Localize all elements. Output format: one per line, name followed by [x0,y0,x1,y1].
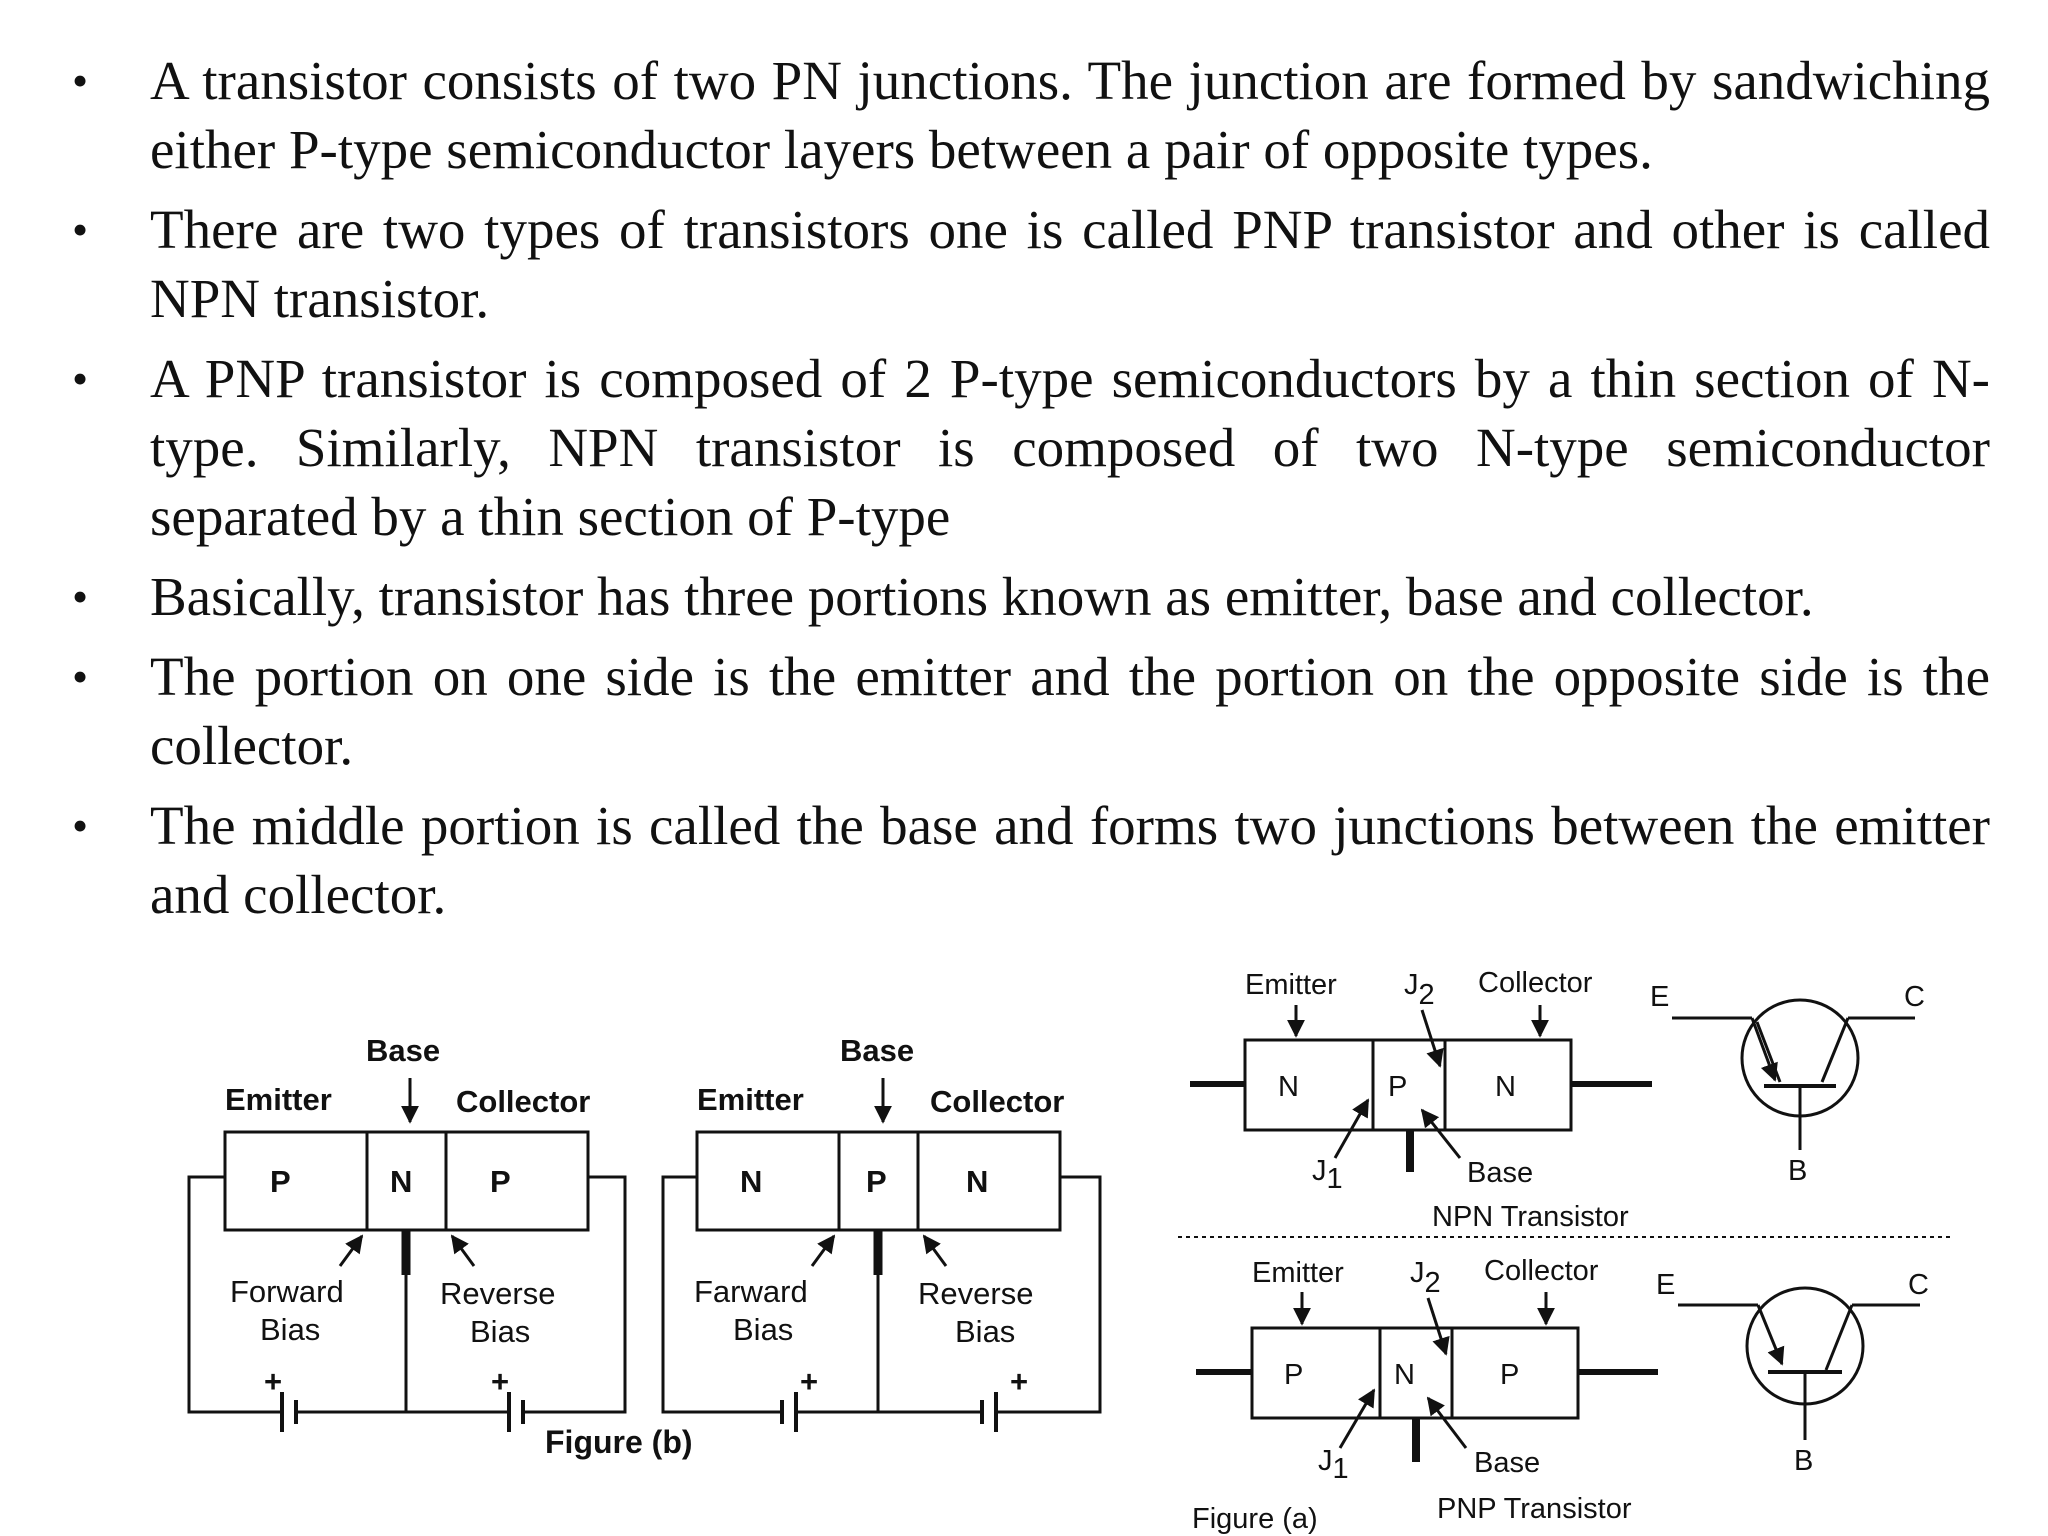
layer-label: P [490,1164,511,1199]
layer-label: P [1284,1359,1303,1391]
j-subscript: 1 [1327,1163,1343,1195]
collector-label: Collector [1484,1255,1599,1287]
base-terminal: B [1788,1155,1807,1187]
forward-bias-label: Farward [694,1274,808,1309]
collector-label: Collector [930,1084,1064,1119]
reverse-bias-label: Bias [955,1314,1015,1349]
bullet-dot: • [72,651,89,702]
bullet-item: • The middle portion is called the base a… [0,791,2048,929]
emitter-label: Emitter [697,1082,804,1117]
emitter-label: Emitter [1245,969,1337,1001]
j2-label: J2 [1404,969,1435,1011]
layer-label: N [1278,1071,1299,1103]
collector-lead [1008,1175,1102,1414]
forward-bias-label: Bias [260,1312,320,1347]
collector-lead [535,1175,627,1414]
layer-label: N [1495,1071,1516,1103]
j2-label: J2 [1410,1257,1441,1299]
plus-sign: + [491,1364,509,1399]
j-subscript: 2 [1425,1267,1441,1299]
j-symbol: J [1404,969,1419,1001]
collector-terminal: C [1904,981,1925,1013]
layer-label: N [740,1164,762,1199]
emitter-lead [661,1175,782,1414]
figure-a-npn [1190,998,1915,1172]
bullet-item: • A transistor consists of two PN junctio… [0,46,2048,184]
j-subscript: 1 [1333,1453,1349,1485]
collector-label: Collector [456,1084,590,1119]
bullet-dot: • [72,353,89,404]
layer-label: N [966,1164,988,1199]
forward-bias-label: Forward [230,1274,344,1309]
figure-a-pnp-labels: Emitter J2 Collector P N P J1 Base PNP T… [1252,1255,1929,1525]
bullet-text: A PNP transistor is composed of 2 P-type… [150,348,1990,547]
emitter-terminal: E [1656,1269,1675,1301]
figure-b-npn-labels: Base Emitter Collector N P N Farward Bia… [694,1033,1064,1399]
figure-b-pnp-labels: Base Emitter Collector P N P Forward Bia… [225,1033,590,1399]
figure-b-pnp [187,1078,627,1432]
base-label: Base [1467,1157,1533,1189]
figure-a-pnp [1196,1286,1920,1462]
j-subscript: 2 [1419,979,1435,1011]
j-symbol: J [1318,1445,1333,1477]
collector-label: Collector [1478,967,1593,999]
base-label: Base [840,1033,914,1068]
reverse-bias-label: Bias [470,1314,530,1349]
bullet-item: • There are two types of transistors one … [0,195,2048,333]
transistor-title: NPN Transistor [1432,1201,1629,1233]
reverse-bias-label: Reverse [440,1276,555,1311]
base-terminal: B [1794,1445,1813,1477]
j1-label: J1 [1318,1445,1349,1485]
j-symbol: J [1410,1257,1425,1289]
j-symbol: J [1312,1155,1327,1187]
j1-label: J1 [1312,1155,1343,1195]
base-label: Base [1474,1447,1540,1479]
bullet-item: • The portion on one side is the emitter … [0,642,2048,780]
bullet-item: • A PNP transistor is composed of 2 P-typ… [0,344,2048,551]
base-label: Base [366,1033,440,1068]
emitter-label: Emitter [225,1082,332,1117]
bullet-text: The portion on one side is the emitter a… [150,646,1990,776]
bullet-dot: • [72,55,89,106]
plus-sign: + [800,1364,818,1399]
layer-label: P [1500,1359,1519,1391]
collector-terminal: C [1908,1269,1929,1301]
layer-label: P [270,1164,291,1199]
figure-a-caption: Figure (a) [1192,1503,1318,1535]
bullet-item: • Basically, transistor has three portion… [0,562,2048,631]
figure-b-npn [661,1078,1102,1432]
plus-sign: + [1010,1364,1028,1399]
layer-label: N [1394,1359,1415,1391]
bullet-dot: • [72,800,89,851]
emitter-terminal: E [1650,981,1669,1013]
figure-a-npn-labels: Emitter J2 Collector N P N J1 Base NPN T… [1245,967,1925,1233]
layer-label: N [390,1164,412,1199]
bullet-text: There are two types of transistors one i… [150,199,1990,329]
figure-b-caption: Figure (b) [545,1424,693,1460]
bullet-text: The middle portion is called the base an… [150,795,1990,925]
reverse-bias-label: Reverse [918,1276,1033,1311]
layer-label: P [866,1164,887,1199]
plus-sign: + [264,1364,282,1399]
emitter-label: Emitter [1252,1257,1344,1289]
transistor-title: PNP Transistor [1437,1493,1632,1525]
bullet-text: Basically, transistor has three portions… [150,566,1814,627]
layer-label: P [1388,1071,1407,1103]
bullet-list: • A transistor consists of two PN junctio… [0,46,2048,940]
bullet-dot: • [72,204,89,255]
forward-bias-label: Bias [733,1312,793,1347]
bullet-text: A transistor consists of two PN junction… [150,50,1990,180]
emitter-lead [187,1175,282,1414]
bullet-dot: • [72,571,89,622]
